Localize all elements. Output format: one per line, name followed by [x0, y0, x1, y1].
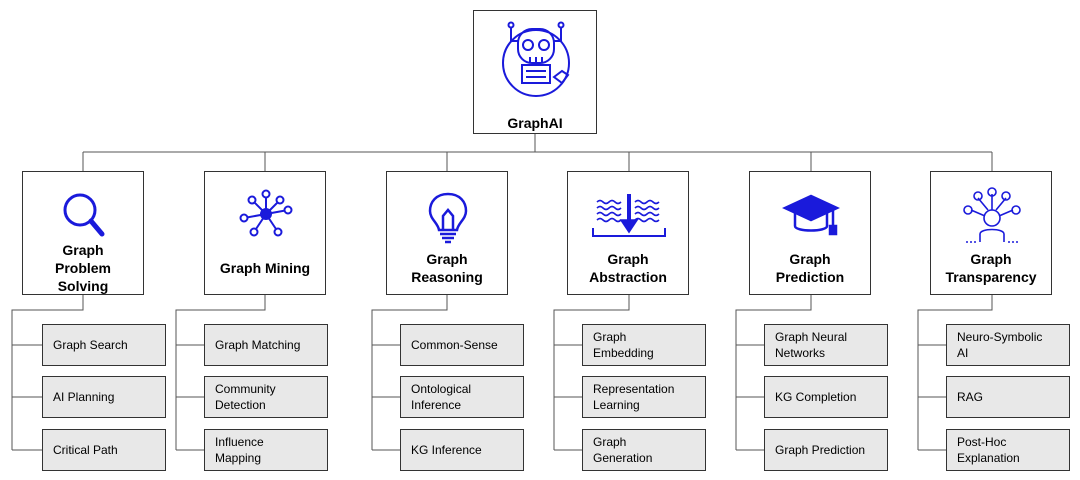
leaf-box: Representation Learning	[582, 376, 706, 418]
leaf-box: Critical Path	[42, 429, 166, 471]
leaf-box: Graph Embedding	[582, 324, 706, 366]
abstraction-icon	[589, 186, 669, 246]
person-network-icon	[962, 186, 1022, 246]
category-graph-prediction: Graph Prediction	[749, 171, 871, 295]
magnifier-icon	[54, 186, 114, 246]
category-label: Graph Reasoning	[411, 251, 483, 285]
robot-icon	[496, 19, 576, 101]
leaf-box: KG Completion	[764, 376, 888, 418]
leaf-box: Post-Hoc Explanation	[946, 429, 1070, 471]
leaf-box: Influence Mapping	[204, 429, 328, 471]
category-graph-reasoning: Graph Reasoning	[386, 171, 508, 295]
leaf-box: Community Detection	[204, 376, 328, 418]
category-label: Graph Transparency	[945, 251, 1037, 285]
leaf-box: Neuro-Symbolic AI	[946, 324, 1070, 366]
category-graph-transparency: Graph Transparency	[930, 171, 1052, 295]
leaf-box: Graph Neural Networks	[764, 324, 888, 366]
root-label: GraphAI	[507, 115, 563, 131]
category-label: Graph Prediction	[775, 251, 845, 285]
category-graph-problem-solving: Graph Problem Solving	[22, 171, 144, 295]
category-label: Graph Problem Solving	[54, 242, 111, 294]
category-label: Graph Mining	[219, 260, 311, 276]
leaf-box: Graph Search	[42, 324, 166, 366]
category-graph-abstraction: Graph Abstraction	[567, 171, 689, 295]
category-graph-mining: Graph Mining	[204, 171, 326, 295]
leaf-box: Graph Generation	[582, 429, 706, 471]
leaf-box: Graph Prediction	[764, 429, 888, 471]
leaf-box: KG Inference	[400, 429, 524, 471]
category-label: Graph Abstraction	[589, 251, 667, 285]
root-node: GraphAI	[473, 10, 597, 134]
network-icon	[236, 186, 296, 246]
leaf-box: AI Planning	[42, 376, 166, 418]
lightbulb-icon	[418, 186, 478, 246]
leaf-box: Ontological Inference	[400, 376, 524, 418]
leaf-box: RAG	[946, 376, 1070, 418]
leaf-box: Graph Matching	[204, 324, 328, 366]
leaf-box: Common-Sense	[400, 324, 524, 366]
graduation-cap-icon	[781, 186, 841, 246]
